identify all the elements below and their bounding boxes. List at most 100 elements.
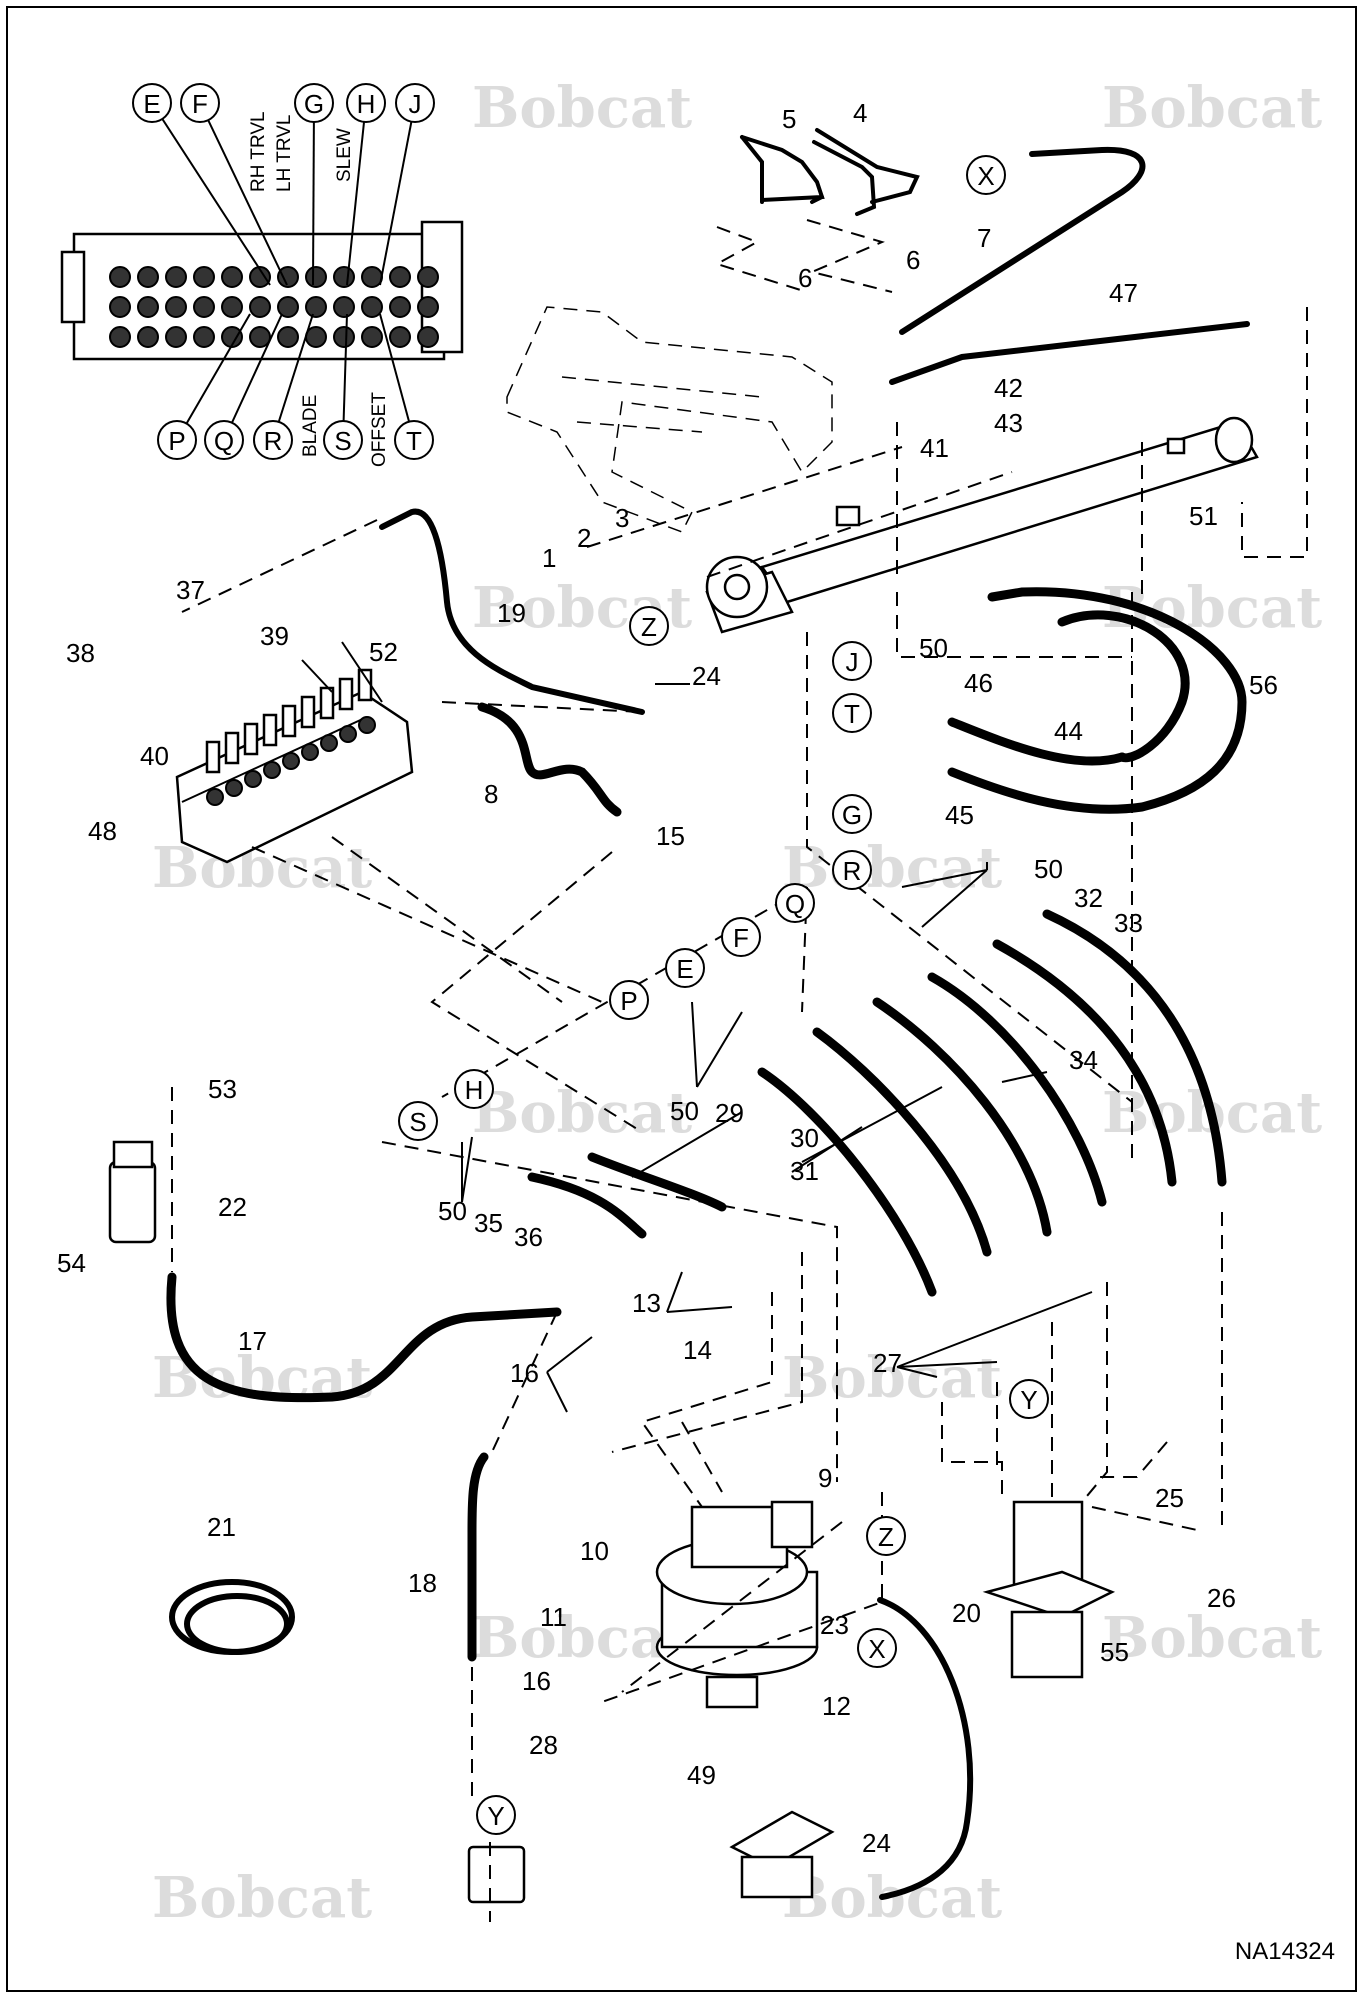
valve-letter-text: F <box>192 89 208 119</box>
valve-spool <box>357 668 373 702</box>
valve-port <box>165 266 187 288</box>
watermark-brand: Bobcat <box>782 1865 1002 1931</box>
part-number-16: 16 <box>510 1358 539 1388</box>
part-number-16: 16 <box>522 1666 551 1696</box>
valve-letter-r <box>253 420 293 460</box>
part-number-35: 35 <box>474 1208 503 1238</box>
connection-circle-text: E <box>676 954 693 984</box>
valve-port <box>137 296 159 318</box>
part-number-7: 7 <box>977 223 991 253</box>
valve-spool <box>243 722 259 756</box>
valve-spool <box>338 677 354 711</box>
control-valve-assembly <box>175 641 414 864</box>
connection-circle-text: Y <box>487 1801 504 1831</box>
connection-circle-text: Z <box>641 612 657 642</box>
valve-port <box>305 326 327 348</box>
connection-circle-q <box>775 883 815 923</box>
valve-letter-leaders <box>151 102 416 441</box>
part-number-13: 13 <box>632 1288 661 1318</box>
valve-port <box>282 752 300 770</box>
valve-port <box>389 326 411 348</box>
valve-port <box>109 266 131 288</box>
part-number-36: 36 <box>514 1222 543 1252</box>
valve-letter-g <box>294 83 334 123</box>
part-number-20: 20 <box>952 1598 981 1628</box>
valve-port <box>109 296 131 318</box>
valve-letter-j <box>395 83 435 123</box>
watermark-brand: Bobcat <box>1102 1605 1322 1671</box>
valve-port <box>333 326 355 348</box>
valve-port <box>193 266 215 288</box>
valve-spool <box>300 695 316 729</box>
leader-lines <box>461 683 1093 1413</box>
connection-circle-text: Q <box>785 889 805 919</box>
part-number-labels: 1234566789101112131415161617181920212223… <box>57 98 1278 1858</box>
watermark-brand: Bobcat <box>152 1865 372 1931</box>
part-number-27: 27 <box>873 1348 902 1378</box>
valve-port <box>249 266 271 288</box>
part-number-15: 15 <box>656 821 685 851</box>
connection-circle-text: J <box>846 647 859 677</box>
watermark-brand: Bobcat <box>782 1345 1002 1411</box>
valve-port <box>193 326 215 348</box>
connection-circle-text: Z <box>878 1522 894 1552</box>
valve-letter-text: P <box>168 426 185 456</box>
valve-detail-drawing <box>60 220 464 361</box>
part-number-50: 50 <box>438 1196 467 1226</box>
valve-letter-q <box>204 420 244 460</box>
connection-circle-text: G <box>842 800 862 830</box>
watermark-brand: Bobcat <box>472 1080 692 1146</box>
part-number-24: 24 <box>862 1828 891 1858</box>
valve-letter-text: Q <box>214 426 234 456</box>
connection-circle-text: Y <box>1020 1385 1037 1415</box>
part-number-41: 41 <box>920 433 949 463</box>
part-number-47: 47 <box>1109 278 1138 308</box>
valve-letter-text: J <box>409 89 422 119</box>
connection-circle-y <box>1009 1379 1049 1419</box>
valve-letter-text: S <box>334 426 351 456</box>
valve-port <box>225 779 243 797</box>
valve-port <box>333 266 355 288</box>
boom-bracket-outline <box>506 306 833 533</box>
part-number-43: 43 <box>994 408 1023 438</box>
part-number-46: 46 <box>964 668 993 698</box>
part-number-25: 25 <box>1155 1483 1184 1513</box>
connection-circle-z <box>866 1516 906 1556</box>
valve-port <box>339 725 357 743</box>
valve-port <box>249 326 271 348</box>
part-number-56: 56 <box>1249 670 1278 700</box>
part-number-37: 37 <box>176 575 205 605</box>
part-number-29: 29 <box>715 1098 744 1128</box>
part-number-17: 17 <box>238 1326 267 1356</box>
part-number-18: 18 <box>408 1568 437 1598</box>
valve-port <box>417 326 439 348</box>
label-rh-travel: RH TRVL <box>248 111 269 192</box>
label-slew: SLEW <box>334 128 355 182</box>
part-number-55: 55 <box>1100 1637 1129 1667</box>
valve-port <box>206 788 224 806</box>
part-number-52: 52 <box>369 637 398 667</box>
valve-port <box>301 743 319 761</box>
part-number-12: 12 <box>822 1691 851 1721</box>
part-number-26: 26 <box>1207 1583 1236 1613</box>
part-number-11: 11 <box>540 1602 567 1632</box>
connection-circle-s <box>398 1101 438 1141</box>
connection-circle-text: P <box>620 986 637 1016</box>
part-number-8: 8 <box>484 779 498 809</box>
valve-port <box>263 761 281 779</box>
part-number-6: 6 <box>798 263 812 293</box>
label-lh-travel: LH TRVL <box>274 115 295 192</box>
valve-port <box>305 296 327 318</box>
pedal-valve <box>729 1810 835 1899</box>
connection-circle-g <box>832 794 872 834</box>
connection-circle-text: X <box>868 1634 885 1664</box>
part-number-22: 22 <box>218 1192 247 1222</box>
connection-circle-text: R <box>843 856 862 886</box>
watermark-brand: Bobcat <box>1102 75 1322 141</box>
valve-port <box>244 770 262 788</box>
valve-port <box>417 266 439 288</box>
watermark-brand: Bobcat <box>782 835 1002 901</box>
part-number-5: 5 <box>782 104 796 134</box>
part-number-23: 23 <box>820 1610 849 1640</box>
valve-port <box>361 296 383 318</box>
